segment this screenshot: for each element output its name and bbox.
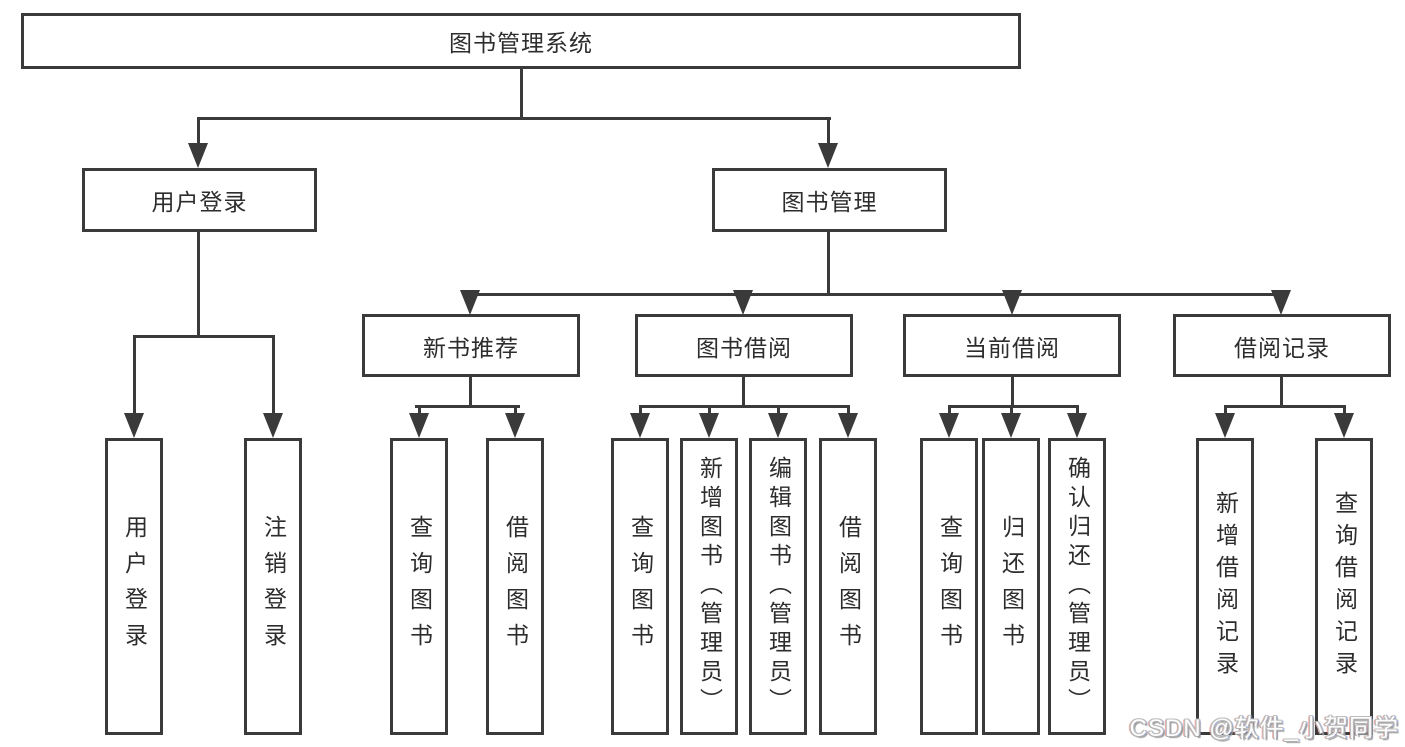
connector-rail-level2 xyxy=(197,117,831,120)
connector-rail-user-login xyxy=(133,335,275,338)
leaf-return-books-label: 归还图书 xyxy=(998,514,1025,659)
leaf-add-books-admin-label: 新增图书（管理员） xyxy=(696,456,723,717)
arrow-down-icon xyxy=(1002,290,1022,315)
connector-drop-leaf xyxy=(1010,405,1013,417)
leaf-query-books-current: 查询图书 xyxy=(920,438,978,735)
node-user-login: 用户登录 xyxy=(82,168,317,232)
arrow-down-icon xyxy=(630,413,650,438)
leaf-query-books-recommend: 查询图书 xyxy=(390,438,448,735)
connector-rail-current-borrow xyxy=(948,405,1079,408)
arrow-down-icon xyxy=(733,290,753,315)
node-borrowing-records-label: 借阅记录 xyxy=(1234,334,1330,361)
arrow-down-icon xyxy=(1001,413,1021,438)
node-borrowing-records: 借阅记录 xyxy=(1173,314,1391,377)
node-current-borrowing: 当前借阅 xyxy=(903,314,1121,377)
leaf-query-books-current-label: 查询图书 xyxy=(936,514,963,659)
leaf-query-borrow-record: 查询借阅记录 xyxy=(1315,438,1373,735)
connector-drop-leaf xyxy=(1076,405,1079,417)
arrow-down-icon xyxy=(1067,413,1087,438)
connector-drop-leaf xyxy=(948,405,951,417)
connector-drop-book-management xyxy=(827,117,830,147)
node-book-borrowing: 图书借阅 xyxy=(635,314,853,377)
arrow-down-icon xyxy=(124,413,144,438)
connector-drop-leaf xyxy=(639,405,642,417)
leaf-logout-label: 注销登录 xyxy=(260,514,287,659)
arrow-down-icon xyxy=(1215,413,1235,438)
node-new-book-recommend-label: 新书推荐 xyxy=(423,334,519,361)
node-book-borrowing-label: 图书借阅 xyxy=(696,334,792,361)
leaf-confirm-return-admin-label: 确认归还（管理员） xyxy=(1064,456,1091,717)
arrow-down-icon xyxy=(838,413,858,438)
connector-rail-new-book xyxy=(415,405,520,408)
arrow-down-icon xyxy=(1334,413,1354,438)
connector-drop-leaf xyxy=(777,405,780,417)
arrow-down-icon xyxy=(188,143,208,168)
leaf-edit-books-admin: 编辑图书（管理员） xyxy=(749,438,807,735)
connector-drop-user-login xyxy=(197,117,200,147)
connector-user-login-stem xyxy=(197,232,200,338)
leaf-user-login: 用户登录 xyxy=(105,438,163,735)
connector-new-book-stem xyxy=(469,377,472,408)
connector-current-borrow-stem xyxy=(1011,377,1014,408)
leaf-add-borrow-record-label: 新增借阅记录 xyxy=(1212,490,1239,683)
leaf-query-borrow-record-label: 查询借阅记录 xyxy=(1331,490,1358,683)
leaf-borrow-books-recommend-label: 借阅图书 xyxy=(502,514,529,659)
leaf-query-books-borrow: 查询图书 xyxy=(611,438,669,735)
connector-rail-book-borrow xyxy=(639,405,850,408)
connector-rail-borrow-records xyxy=(1224,405,1346,408)
leaf-add-borrow-record: 新增借阅记录 xyxy=(1196,438,1254,735)
arrow-down-icon xyxy=(768,413,788,438)
connector-drop-leaf xyxy=(514,405,517,417)
leaf-borrow-books-recommend: 借阅图书 xyxy=(486,438,544,735)
watermark: CSDN @软件_小贺同学 xyxy=(1129,715,1399,742)
arrow-down-icon xyxy=(460,290,480,315)
connector-drop-leaf xyxy=(847,405,850,417)
leaf-logout: 注销登录 xyxy=(244,438,302,735)
connector-root-stem xyxy=(520,69,523,120)
leaf-return-books: 归还图书 xyxy=(982,438,1040,735)
connector-borrow-records-stem xyxy=(1280,377,1283,408)
leaf-confirm-return-admin: 确认归还（管理员） xyxy=(1048,438,1106,735)
arrow-down-icon xyxy=(1271,290,1291,315)
arrow-down-icon xyxy=(939,413,959,438)
node-user-login-label: 用户登录 xyxy=(151,189,248,215)
connector-drop-leaf xyxy=(1343,405,1346,417)
connector-drop-leaf xyxy=(418,405,421,417)
leaf-query-books-recommend-label: 查询图书 xyxy=(406,514,433,659)
connector-drop-leaf xyxy=(272,335,275,415)
leaf-borrow-books-label: 借阅图书 xyxy=(835,514,862,659)
arrow-down-icon xyxy=(699,413,719,438)
connector-drop-leaf xyxy=(1224,405,1227,417)
connector-book-borrow-stem xyxy=(742,377,745,408)
arrow-down-icon xyxy=(505,413,525,438)
node-library-system: 图书管理系统 xyxy=(21,13,1021,69)
node-new-book-recommend: 新书推荐 xyxy=(362,314,580,377)
node-library-system-label: 图书管理系统 xyxy=(449,30,593,56)
leaf-user-login-label: 用户登录 xyxy=(121,514,148,659)
node-book-management-label: 图书管理 xyxy=(781,189,878,215)
arrow-down-icon xyxy=(818,143,838,168)
arrow-down-icon xyxy=(263,413,283,438)
leaf-add-books-admin: 新增图书（管理员） xyxy=(680,438,738,735)
connector-book-management-stem xyxy=(827,232,830,296)
connector-rail-level3 xyxy=(469,293,1283,296)
connector-drop-leaf xyxy=(708,405,711,417)
arrow-down-icon xyxy=(409,413,429,438)
leaf-edit-books-admin-label: 编辑图书（管理员） xyxy=(765,456,792,717)
connector-drop-leaf xyxy=(133,335,136,415)
leaf-borrow-books: 借阅图书 xyxy=(819,438,877,735)
leaf-query-books-borrow-label: 查询图书 xyxy=(627,514,654,659)
node-book-management: 图书管理 xyxy=(712,168,947,232)
node-current-borrowing-label: 当前借阅 xyxy=(964,334,1060,361)
